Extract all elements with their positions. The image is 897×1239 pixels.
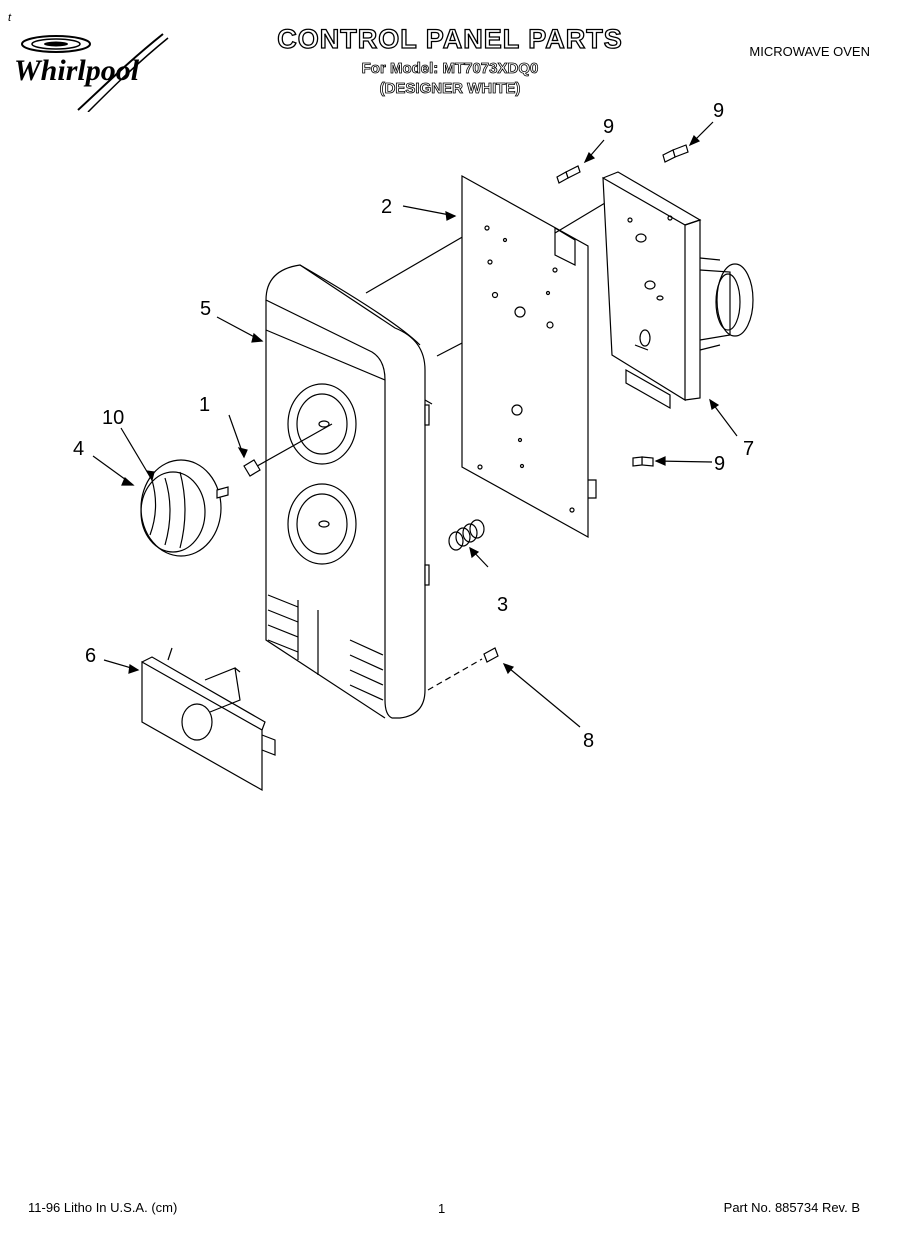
circuit-board <box>461 174 611 539</box>
control-panel-housing <box>265 264 433 719</box>
shaft-coupler <box>243 459 261 477</box>
callout-2: 2 <box>381 196 392 218</box>
footer-litho-note: 11-96 Litho In U.S.A. (cm) <box>28 1200 178 1215</box>
callout-3: 3 <box>497 594 508 616</box>
screw-8 <box>483 647 499 663</box>
spring <box>448 519 485 551</box>
callout-10: 10 <box>102 407 124 429</box>
button-bracket <box>141 647 276 792</box>
vent-slots <box>267 594 384 701</box>
callout-labels: 1 2 3 4 5 6 7 8 9 9 9 10 <box>73 100 754 752</box>
product-type: MICROWAVE OVEN <box>749 44 870 59</box>
callout-5: 5 <box>200 298 211 320</box>
callout-9b: 9 <box>713 100 724 122</box>
brand-wordmark: Whirlpool <box>14 54 140 87</box>
page-number: 1 <box>438 1201 446 1216</box>
whirlpool-logo: Whirlpool <box>14 33 169 112</box>
upper-knob-opening <box>287 383 357 465</box>
timer-assembly <box>602 171 754 410</box>
model-line: For Model: MT7073XDQ0 <box>361 60 539 78</box>
variant-line: (DESIGNER WHITE) <box>379 80 521 98</box>
screw-9b <box>662 144 689 163</box>
callout-9c: 9 <box>714 453 725 475</box>
screw-9a <box>556 165 581 184</box>
callout-6: 6 <box>85 645 96 667</box>
lower-knob-opening <box>287 483 357 565</box>
part-number: Part No. 885734 Rev. B <box>723 1200 860 1215</box>
callout-8: 8 <box>583 730 594 752</box>
callout-1: 1 <box>199 394 210 416</box>
page-title: CONTROL PANEL PARTS <box>277 23 623 54</box>
screw-9c <box>632 456 654 467</box>
callout-4: 4 <box>73 438 84 460</box>
callout-9a: 9 <box>603 116 614 138</box>
callout-arrows <box>92 121 738 728</box>
callout-7: 7 <box>743 438 754 460</box>
corner-mark: t <box>8 12 12 24</box>
control-knob <box>140 459 229 557</box>
